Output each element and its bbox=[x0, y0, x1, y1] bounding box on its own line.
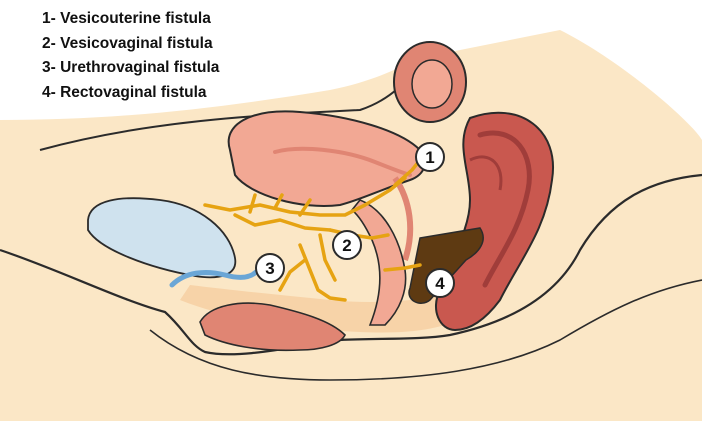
marker-4: 4 bbox=[426, 269, 454, 297]
legend-item-vesicouterine: 1- Vesicouterine fistula bbox=[42, 7, 219, 32]
legend-item-urethrovaginal: 3- Urethrovaginal fistula bbox=[42, 56, 219, 81]
marker-3-label: 3 bbox=[265, 259, 274, 278]
marker-4-label: 4 bbox=[435, 274, 445, 293]
legend-item-vesicovaginal: 2- Vesicovaginal fistula bbox=[42, 32, 219, 57]
legend-item-rectovaginal: 4- Rectovaginal fistula bbox=[42, 81, 219, 106]
marker-3: 3 bbox=[256, 254, 284, 282]
marker-1: 1 bbox=[416, 143, 444, 171]
marker-2: 2 bbox=[333, 231, 361, 259]
marker-1-label: 1 bbox=[425, 148, 434, 167]
marker-2-label: 2 bbox=[342, 236, 351, 255]
fistula-legend: 1- Vesicouterine fistula 2- Vesicovagina… bbox=[42, 7, 219, 105]
sigmoid-colon bbox=[394, 42, 466, 122]
